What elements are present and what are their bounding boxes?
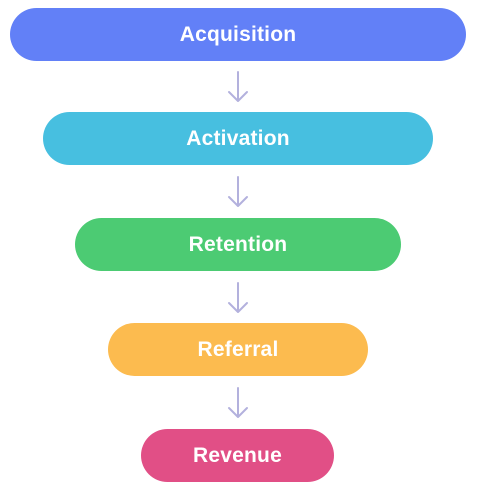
down-arrow-icon [228, 176, 248, 207]
stage-referral: Referral [108, 323, 368, 376]
stage-label: Acquisition [179, 23, 297, 46]
down-arrow-icon [228, 71, 248, 102]
stage-retention: Retention [75, 218, 401, 271]
stage-acquisition: Acquisition [10, 8, 466, 61]
stage-activation: Activation [43, 112, 433, 165]
stage-label: Revenue [193, 444, 282, 467]
down-arrow-icon [228, 387, 248, 418]
down-arrow-icon [228, 282, 248, 313]
stage-label: Activation [186, 127, 290, 150]
stage-label: Retention [188, 233, 288, 256]
stage-revenue: Revenue [141, 429, 334, 482]
stage-label: Referral [197, 338, 279, 361]
